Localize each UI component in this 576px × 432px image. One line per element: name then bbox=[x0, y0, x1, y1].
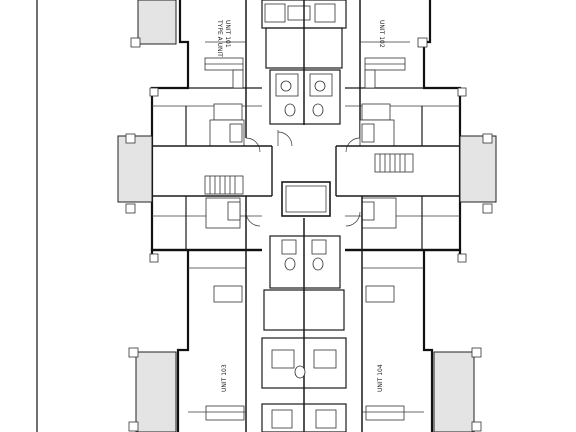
left-mid-rooms bbox=[152, 103, 262, 153]
right-mid-rooms bbox=[345, 103, 460, 153]
patio-bottom-right bbox=[433, 253, 482, 432]
central-shaft bbox=[277, 130, 331, 217]
unit-label-101: UNIT 101 bbox=[224, 20, 231, 48]
stoop-right bbox=[459, 133, 497, 214]
type-note-101: TYPE A UNIT bbox=[216, 19, 223, 57]
unit-label-103: UNIT 103 bbox=[221, 364, 228, 392]
stair-right-upper bbox=[374, 153, 414, 173]
stair-left-lower bbox=[204, 175, 244, 195]
central-corridor bbox=[152, 145, 460, 197]
patio-top-left bbox=[130, 0, 177, 97]
patio-top-right bbox=[417, 37, 467, 97]
unit-104-walls bbox=[345, 196, 462, 432]
stoop-left bbox=[117, 133, 153, 214]
unit-label-104: UNIT 104 bbox=[377, 364, 384, 392]
center-top-baths bbox=[261, 0, 347, 125]
unit-label-102: UNIT 102 bbox=[378, 20, 385, 48]
unit-103-walls bbox=[150, 196, 262, 432]
patio-bottom-left bbox=[128, 253, 177, 432]
center-bottom-baths bbox=[261, 218, 347, 432]
